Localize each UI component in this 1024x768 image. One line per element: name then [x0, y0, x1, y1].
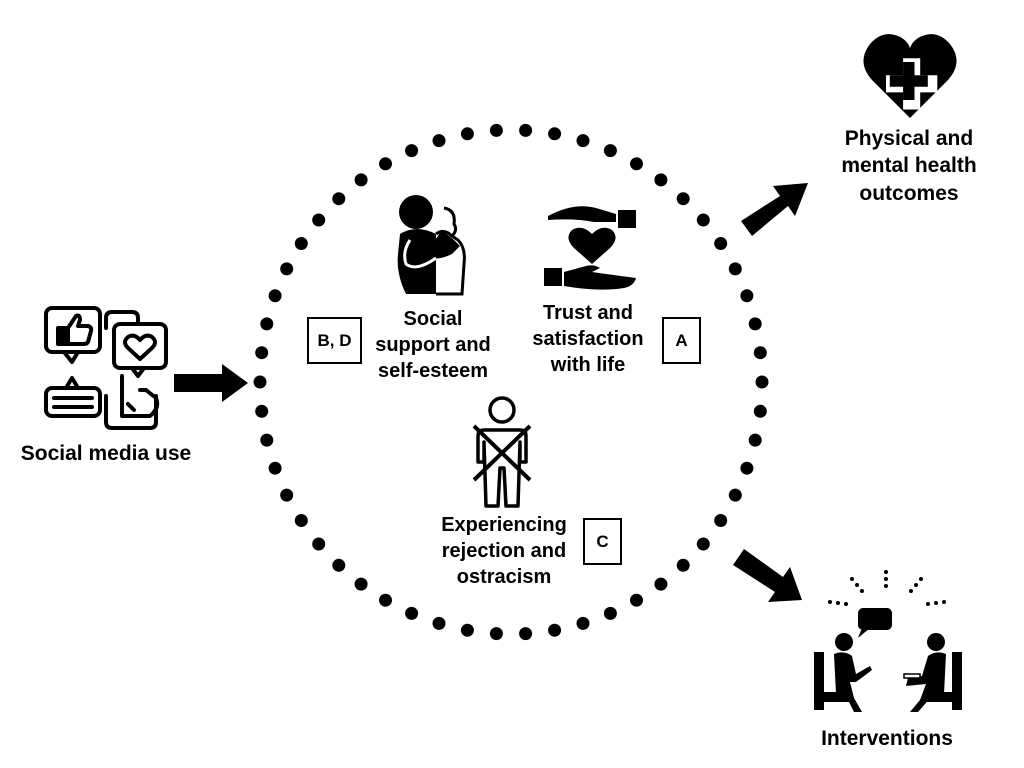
physical-health-label: Physical and mental health outcomes [841, 127, 977, 205]
circle-dot [603, 144, 617, 158]
circle-dot [294, 514, 308, 527]
circle-dot [548, 623, 562, 637]
rejection-label: Experiencing rejection and ostracism [441, 514, 567, 588]
circle-dot [255, 346, 269, 360]
circle-dot [603, 606, 617, 620]
circle-dot [260, 317, 274, 331]
social-media-label: Social media use [20, 442, 192, 465]
circle-dot [755, 375, 769, 389]
social-support-label: Social support and self-esteem [375, 308, 491, 382]
circle-dot [379, 593, 392, 607]
badge-c: C [583, 518, 622, 565]
circle-dot [332, 192, 346, 206]
circle-dot [260, 433, 274, 447]
circle-dot [548, 127, 562, 141]
circle-dot [630, 157, 643, 171]
trust-label: Trust and satisfaction with life [532, 302, 644, 376]
counseling-icon [814, 570, 962, 712]
circle-dot [460, 127, 474, 141]
circle-dot [280, 488, 294, 502]
circle-dot [714, 514, 728, 527]
circle-dot [748, 433, 762, 447]
circle-dot [576, 134, 590, 148]
circle-dot [432, 134, 446, 148]
circle-dot [405, 606, 419, 620]
circle-dot [268, 461, 282, 475]
circle-dot [354, 173, 368, 187]
circle-dot [379, 157, 392, 171]
crossed-person-icon [472, 396, 532, 508]
circle-dot [255, 404, 269, 418]
circle-dot [332, 558, 346, 572]
circle-dot [489, 123, 503, 137]
circle-dot [753, 404, 767, 418]
circle-dot [714, 237, 728, 250]
circle-dot [519, 123, 533, 137]
interventions-label: Interventions [821, 727, 953, 750]
circle-dot [576, 616, 590, 630]
arrow-to-interventions [733, 549, 802, 602]
circle-dot [654, 577, 668, 591]
circle-dot [312, 537, 326, 551]
hug-icon [397, 195, 466, 296]
circle-dot [696, 537, 710, 551]
circle-dot [253, 375, 267, 389]
circle-dot [312, 213, 326, 227]
dotted-circle [253, 123, 769, 641]
circle-dot [268, 289, 282, 303]
circle-dot [676, 192, 690, 206]
circle-dot [432, 616, 446, 630]
badge-a: A [662, 317, 701, 364]
circle-dot [748, 317, 762, 331]
circle-dot [740, 461, 754, 475]
circle-dot [728, 262, 742, 276]
circle-dot [294, 237, 308, 250]
circle-dot [696, 213, 710, 227]
circle-dot [753, 346, 767, 360]
circle-dot [405, 144, 419, 158]
heart-plus-icon [863, 34, 957, 118]
circle-dot [676, 558, 690, 572]
badge-bd: B, D [307, 317, 362, 364]
circle-dot [354, 577, 368, 591]
arrow-to-circle [174, 364, 248, 402]
circle-dot [460, 623, 474, 637]
circle-dot [489, 627, 503, 641]
care-hands-heart-icon [544, 206, 636, 290]
circle-dot [740, 289, 754, 303]
arrow-to-health [741, 183, 808, 236]
social-media-icon [44, 306, 168, 430]
circle-dot [728, 488, 742, 502]
circle-dot [630, 593, 643, 607]
circle-dot [519, 627, 533, 641]
circle-dot [654, 173, 668, 187]
circle-dot [280, 262, 294, 276]
